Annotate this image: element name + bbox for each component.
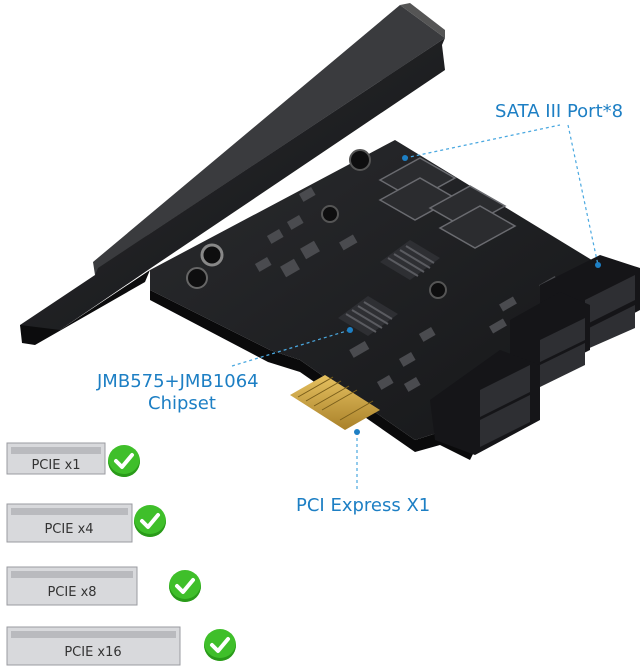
metal-bracket (20, 3, 445, 345)
slot-label-x8: PCIE x8 (47, 585, 97, 600)
sata-connectors-board (378, 157, 517, 249)
slot-label-x16: PCIE x16 (64, 645, 122, 660)
chipset-label-line1: JMB575+JMB1064 (97, 371, 259, 392)
check-icon (204, 629, 236, 661)
slot-label-x4: PCIE x4 (44, 522, 94, 537)
pci-express-label: PCI Express X1 (296, 495, 431, 516)
heatsink-top (380, 240, 440, 280)
sata-connectors-side (430, 255, 640, 455)
chipset-label-line2: Chipset (148, 393, 216, 414)
check-icon (169, 570, 201, 602)
callout-leaders (231, 124, 599, 490)
callout-dots (347, 155, 601, 435)
heatsink-chipset (338, 296, 398, 336)
slot-label-x1: PCIE x1 (31, 458, 81, 473)
pcie-slot-x8 (6, 566, 138, 606)
sata-port-label: SATA III Port*8 (495, 101, 624, 122)
pcie-slot-x16 (6, 626, 181, 666)
pcie-slot-x1 (6, 442, 106, 475)
pci-express-x1-gold-fingers (290, 375, 380, 430)
pcie-slot-x4 (6, 503, 133, 543)
check-icon (108, 445, 140, 477)
check-icon (134, 505, 166, 537)
